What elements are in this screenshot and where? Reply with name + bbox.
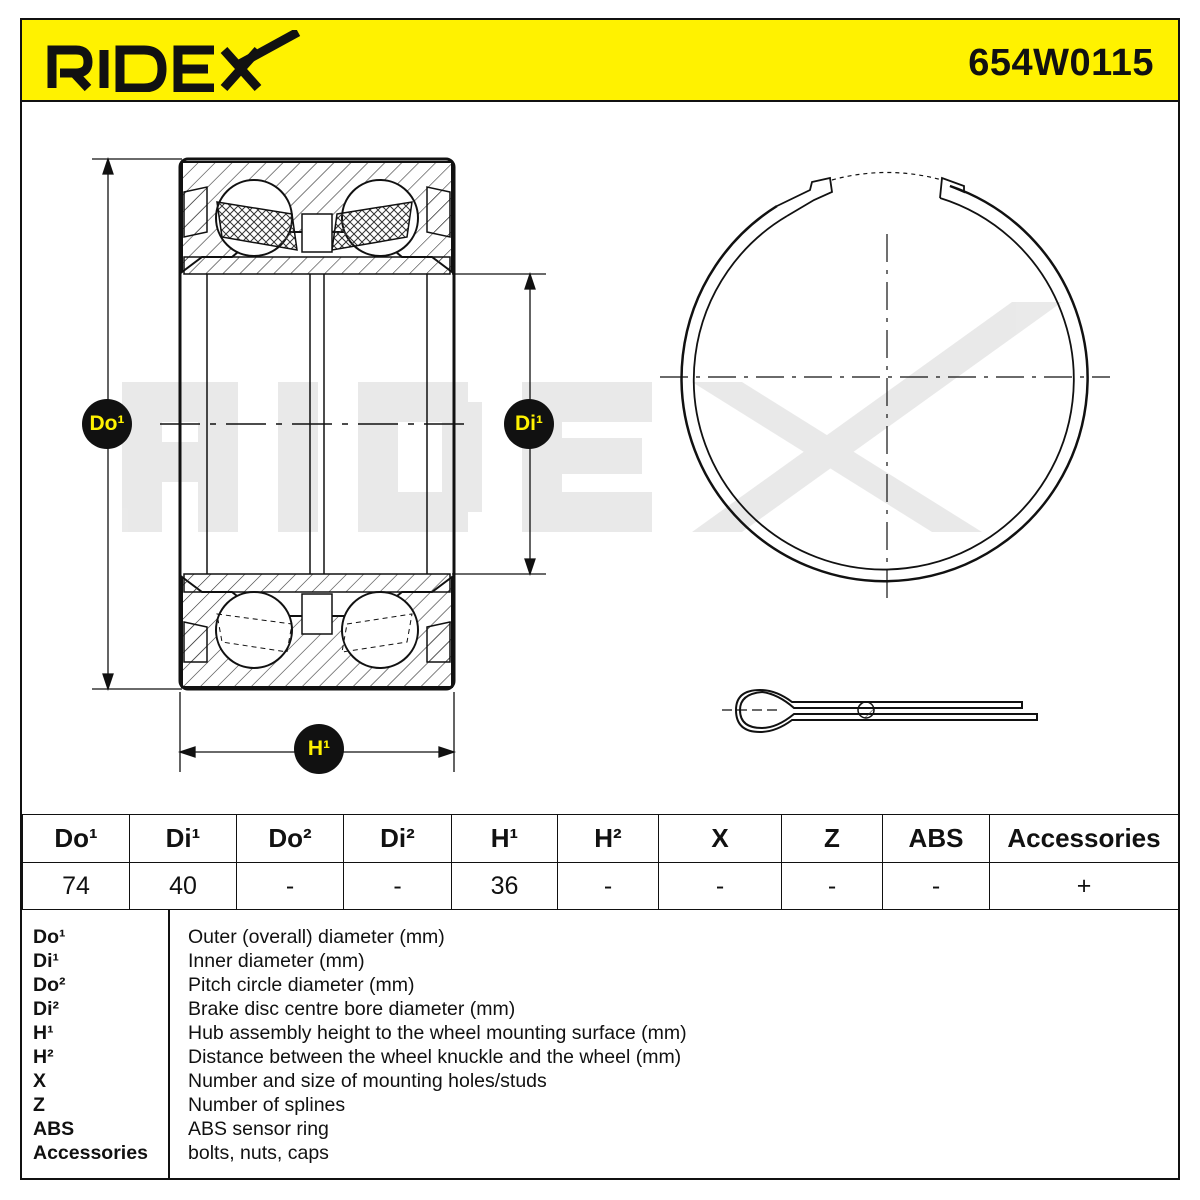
di1-badge: Di¹ xyxy=(504,399,554,449)
legend-key: Accessories xyxy=(33,1142,148,1164)
value-h1: 36 xyxy=(451,862,558,910)
legend-key: H² xyxy=(33,1046,54,1068)
value-x: - xyxy=(658,862,782,910)
legend-row: Do² Pitch circle diameter (mm) xyxy=(22,974,1178,998)
legend-desc: Distance between the wheel knuckle and t… xyxy=(188,1046,682,1068)
header-abs: ABS xyxy=(882,814,990,863)
bearing-drawing xyxy=(92,156,1110,772)
header-x: X xyxy=(658,814,782,863)
legend-key: Di² xyxy=(33,998,59,1020)
technical-drawing: Do¹ Di¹ H¹ xyxy=(22,102,1178,814)
specs-table: Do¹ Di¹ Do² Di² H¹ H² X Z ABS Accessorie… xyxy=(22,814,1179,910)
legend-row: ABS ABS sensor ring xyxy=(22,1118,1178,1142)
value-abs: - xyxy=(882,862,990,910)
legend-desc: bolts, nuts, caps xyxy=(188,1142,329,1164)
value-accessories: + xyxy=(989,862,1179,910)
specs-header-row: Do¹ Di¹ Do² Di² H¹ H² X Z ABS Accessorie… xyxy=(22,814,1179,863)
product-sheet: 654W0115 xyxy=(20,18,1180,1180)
value-di2: - xyxy=(343,862,452,910)
legend-row: H² Distance between the wheel knuckle and… xyxy=(22,1046,1178,1070)
value-h2: - xyxy=(557,862,659,910)
legend-desc: Number of splines xyxy=(188,1094,346,1116)
legend-row: Accessories bolts, nuts, caps xyxy=(22,1142,1178,1166)
header-h1: H¹ xyxy=(451,814,558,863)
legend-row: Di¹ Inner diameter (mm) xyxy=(22,950,1178,974)
legend-desc: Number and size of mounting holes/studs xyxy=(188,1070,547,1092)
specs-value-row: 74 40 - - 36 - - - - + xyxy=(22,862,1179,910)
cotter-pin xyxy=(722,688,1038,734)
legend-key: Di¹ xyxy=(33,950,59,972)
value-do2: - xyxy=(236,862,344,910)
bearing-cross-section xyxy=(160,157,472,691)
legend: Do¹ Outer (overall) diameter (mm) Di¹ Inne… xyxy=(22,909,1178,1180)
legend-row: X Number and size of mounting holes/studs xyxy=(22,1070,1178,1094)
legend-row: Z Number of splines xyxy=(22,1094,1178,1118)
legend-desc: Brake disc centre bore diameter (mm) xyxy=(188,998,516,1020)
snap-ring xyxy=(660,171,1110,602)
value-do1: 74 xyxy=(22,862,130,910)
part-number: 654W0115 xyxy=(968,42,1154,84)
legend-key: X xyxy=(33,1070,47,1092)
value-z: - xyxy=(781,862,883,910)
header-do1: Do¹ xyxy=(22,814,130,863)
watermark xyxy=(122,302,1062,532)
header-bar: 654W0115 xyxy=(22,20,1178,102)
legend-desc: Pitch circle diameter (mm) xyxy=(188,974,415,996)
legend-row: Do¹ Outer (overall) diameter (mm) xyxy=(22,926,1178,950)
header-di1: Di¹ xyxy=(129,814,237,863)
header-z: Z xyxy=(781,814,883,863)
legend-desc: Inner diameter (mm) xyxy=(188,950,365,972)
legend-key: Do² xyxy=(33,974,66,996)
header-h2: H² xyxy=(557,814,659,863)
legend-divider xyxy=(168,910,170,1180)
legend-desc: Outer (overall) diameter (mm) xyxy=(188,926,445,948)
legend-key: Do¹ xyxy=(33,926,66,948)
brand-logo xyxy=(46,28,306,97)
legend-key: H¹ xyxy=(33,1022,54,1044)
value-di1: 40 xyxy=(129,862,237,910)
header-accessories: Accessories xyxy=(989,814,1179,863)
do1-badge: Do¹ xyxy=(82,399,132,449)
legend-key: Z xyxy=(33,1094,45,1116)
legend-desc: ABS sensor ring xyxy=(188,1118,329,1140)
h1-badge: H¹ xyxy=(294,724,344,774)
legend-desc: Hub assembly height to the wheel mountin… xyxy=(188,1022,687,1044)
header-do2: Do² xyxy=(236,814,344,863)
legend-key: ABS xyxy=(33,1118,75,1140)
legend-row: H¹ Hub assembly height to the wheel mount… xyxy=(22,1022,1178,1046)
legend-row: Di² Brake disc centre bore diameter (mm) xyxy=(22,998,1178,1022)
header-di2: Di² xyxy=(343,814,452,863)
ridex-logo-icon xyxy=(47,28,301,93)
